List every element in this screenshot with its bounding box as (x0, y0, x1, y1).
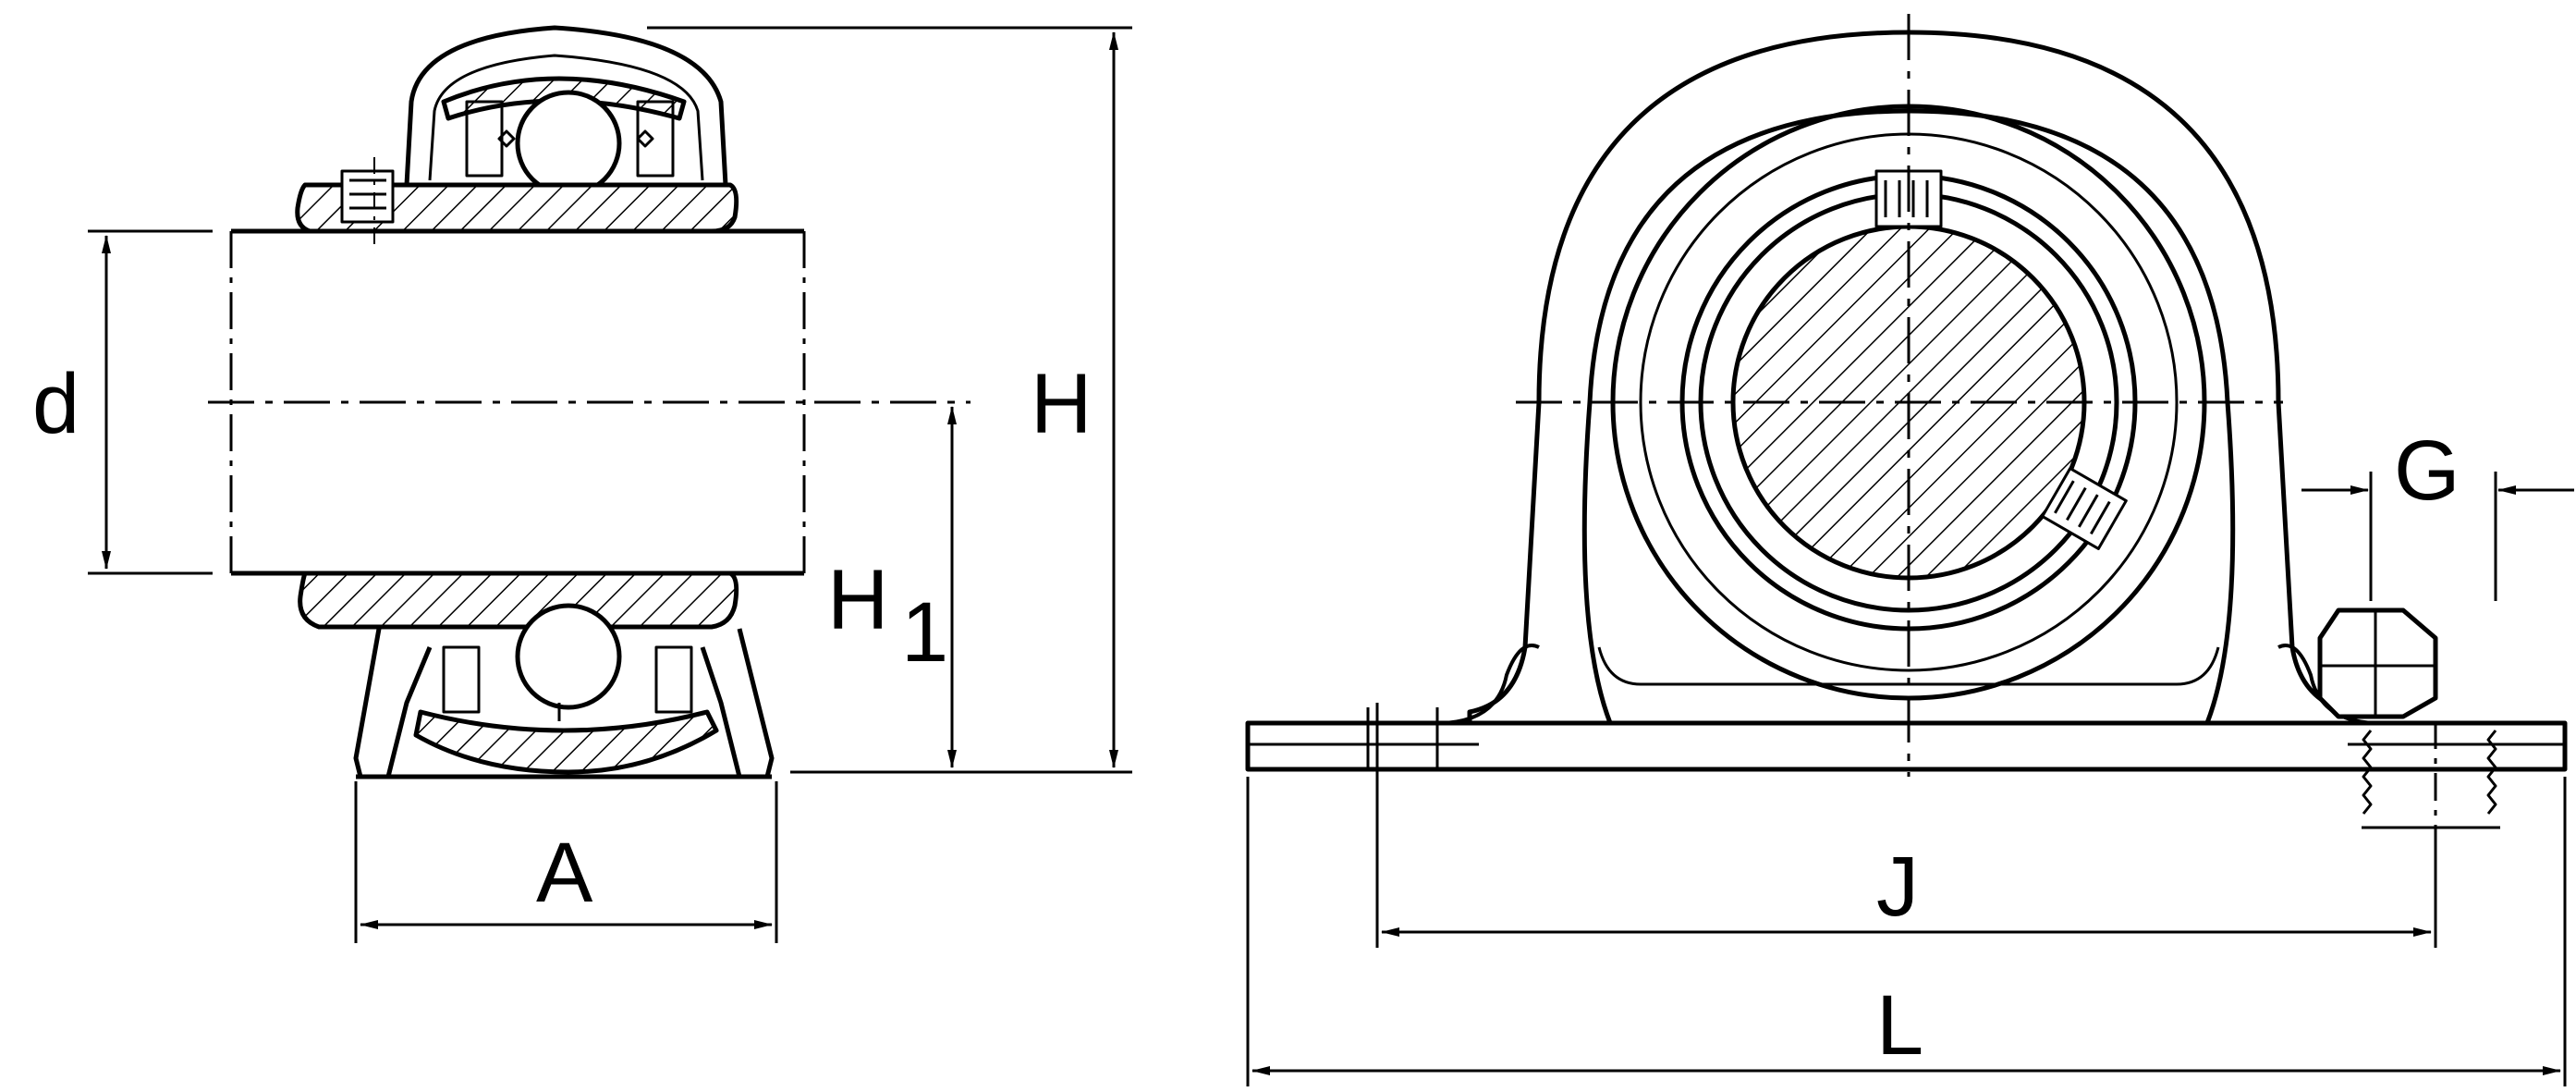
front-dimensions (1246, 472, 2574, 1086)
side-section-view (208, 25, 971, 779)
housing-top-inner (428, 54, 704, 181)
label-d: d (32, 357, 79, 451)
side-dimensions (88, 26, 1132, 943)
top-set-screw (340, 169, 395, 224)
housing-arch (1467, 30, 2355, 742)
right-foot (2277, 644, 2376, 725)
label-A: A (536, 826, 593, 920)
bottom-outer-ring (413, 709, 719, 775)
bottom-seal-right (654, 645, 693, 714)
front-set-screw-angled (2041, 467, 2128, 550)
left-foot (1441, 644, 1540, 725)
housing-top-shell (404, 25, 728, 186)
front-view (1245, 14, 2568, 832)
base-plate (1245, 720, 2568, 772)
label-H1-main: H (827, 553, 888, 647)
label-J: J (1876, 840, 1919, 934)
top-ball (515, 90, 622, 197)
bolt-hex-nut (2317, 607, 2438, 719)
bolt-thread (2362, 730, 2497, 815)
label-H1-sub: 1 (901, 585, 948, 680)
bottom-inner-ring (298, 571, 739, 630)
label-H: H (1031, 357, 1092, 451)
housing-bottom-shell (353, 628, 433, 779)
label-L: L (1876, 978, 1923, 1073)
label-G: G (2394, 423, 2460, 518)
housing-bottom-shell-right (700, 628, 775, 779)
bottom-seal-left (442, 645, 481, 714)
bottom-ball (515, 603, 622, 710)
top-seal-left (465, 100, 504, 178)
